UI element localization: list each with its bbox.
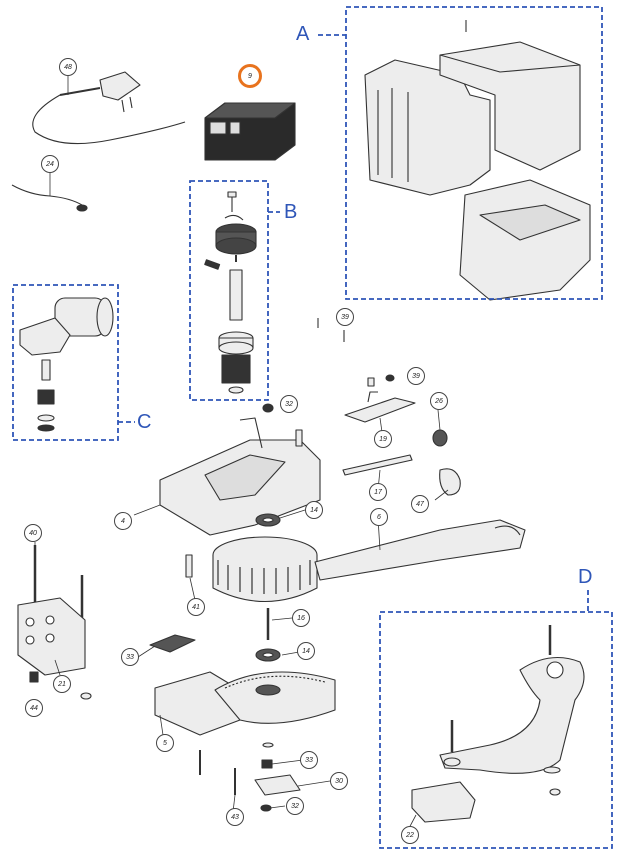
callout-33-upper: 33 [121,648,139,666]
callout-40: 40 [24,524,42,542]
leader-lines [34,75,449,831]
callout-9-highlighted: 9 [238,64,262,88]
part-bottom-bolts [199,742,301,812]
part-screws-39 [262,318,345,413]
callout-14-lower: 14 [297,642,315,660]
callout-32-lower: 32 [286,797,304,815]
part-mounting-plate [17,545,92,700]
callout-39-lower: 39 [407,367,425,385]
callout-4: 4 [114,512,132,530]
callout-6: 6 [370,508,388,526]
group-label-a: A [296,23,310,45]
group-label-d: D [578,566,593,588]
group-box-d [379,611,613,849]
part-lower-housing [154,671,336,736]
callout-24: 24 [41,155,59,173]
part-gear-arm [212,519,526,602]
callout-22: 22 [401,826,419,844]
group-label-c: C [137,411,152,433]
callout-47: 47 [411,495,429,513]
group-box-b [189,180,269,401]
part-base-housing [159,417,321,536]
part-bracket-shaft-bearing [342,374,461,496]
callout-41: 41 [187,598,205,616]
callout-26: 26 [430,392,448,410]
part-small-cable [11,184,88,212]
callout-30: 30 [330,772,348,790]
part-power-cable [32,71,186,145]
callout-32-upper: 32 [280,395,298,413]
callout-16: 16 [292,609,310,627]
group-box-c [12,284,119,441]
callout-14-upper: 14 [305,501,323,519]
group-box-a [345,6,603,300]
part-release-lever [411,625,585,823]
group-label-b: B [284,201,298,223]
callout-48: 48 [59,58,77,76]
callout-17: 17 [369,483,387,501]
part-motor [19,297,114,432]
callout-43: 43 [226,808,244,826]
part-gear-shaft-stack [204,191,257,394]
group-outlines [12,6,613,849]
callout-5: 5 [156,734,174,752]
part-battery-block [204,102,296,161]
callout-33-lower: 33 [300,751,318,769]
callout-44: 44 [25,699,43,717]
callout-21: 21 [53,675,71,693]
callout-19: 19 [374,430,392,448]
part-cover-housing [364,20,591,301]
callout-39-upper: 39 [336,308,354,326]
part-bearing [255,513,281,662]
part-pins-and-plate [149,554,270,653]
